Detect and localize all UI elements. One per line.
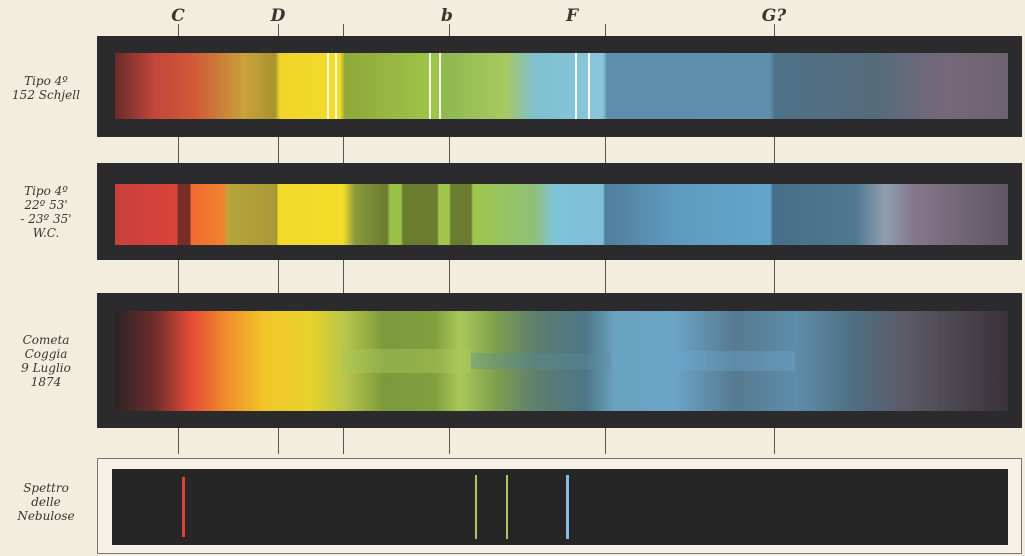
nebula-line-green xyxy=(506,475,508,539)
spectrum-4-strip xyxy=(112,469,1008,545)
line-label-d: D xyxy=(270,6,286,26)
spectrum-3-label-line: Coggia xyxy=(24,347,68,361)
emission-line xyxy=(429,53,431,119)
emission-line xyxy=(327,53,329,119)
emission-line xyxy=(575,53,577,119)
comet-band-blue xyxy=(675,351,795,371)
line-label-g: G? xyxy=(761,6,787,26)
spectrum-1-label-line: 152 Schjell xyxy=(12,88,80,102)
spectrum-3-strip xyxy=(115,311,1008,411)
spectrum-2-label-line: 22º 53' xyxy=(24,198,68,212)
spectrum-2-label: Tipo 4º 22º 53' - 23º 35' W.C. xyxy=(0,184,92,240)
spectrum-2-frame xyxy=(97,163,1022,260)
spectrum-1-strip xyxy=(115,53,1008,119)
line-label-c: C xyxy=(171,6,185,26)
spectrum-1-label-line: Tipo 4º xyxy=(24,74,68,88)
spectrum-3-label-line: 1874 xyxy=(30,375,62,389)
emission-line xyxy=(439,53,441,119)
spectrum-3-label: Cometa Coggia 9 Luglio 1874 xyxy=(0,333,92,389)
nebula-line-cyan xyxy=(566,475,569,539)
spectrum-3-label-line: Cometa xyxy=(22,333,70,347)
emission-line xyxy=(588,53,590,119)
spectrum-2-label-line: - 23º 35' xyxy=(20,212,72,226)
spectrum-3-label-line: 9 Luglio xyxy=(21,361,71,375)
emission-line xyxy=(335,53,337,119)
comet-band-green xyxy=(341,349,471,373)
spectrum-1-label: Tipo 4º 152 Schjell xyxy=(0,74,92,102)
line-label-b: b xyxy=(441,6,453,26)
line-label-f: F xyxy=(565,6,579,26)
spectrum-4-label-line: Nebulose xyxy=(17,509,75,523)
spectrum-2-label-line: W.C. xyxy=(32,226,60,240)
nebula-line-green xyxy=(475,475,477,539)
spectrum-4-label-line: Spettro xyxy=(23,481,69,495)
nebula-line-red xyxy=(182,477,185,537)
spectrum-2-label-line: Tipo 4º xyxy=(24,184,68,198)
spectrum-1-frame xyxy=(97,36,1022,137)
comet-band-cyan xyxy=(471,353,611,369)
spectrum-2-strip xyxy=(115,184,1008,245)
spectrum-4-label-line: delle xyxy=(31,495,61,509)
spectrum-3-frame xyxy=(97,293,1022,428)
spectrum-4-frame xyxy=(97,458,1022,554)
spectrum-4-label: Spettro delle Nebulose xyxy=(0,481,92,523)
